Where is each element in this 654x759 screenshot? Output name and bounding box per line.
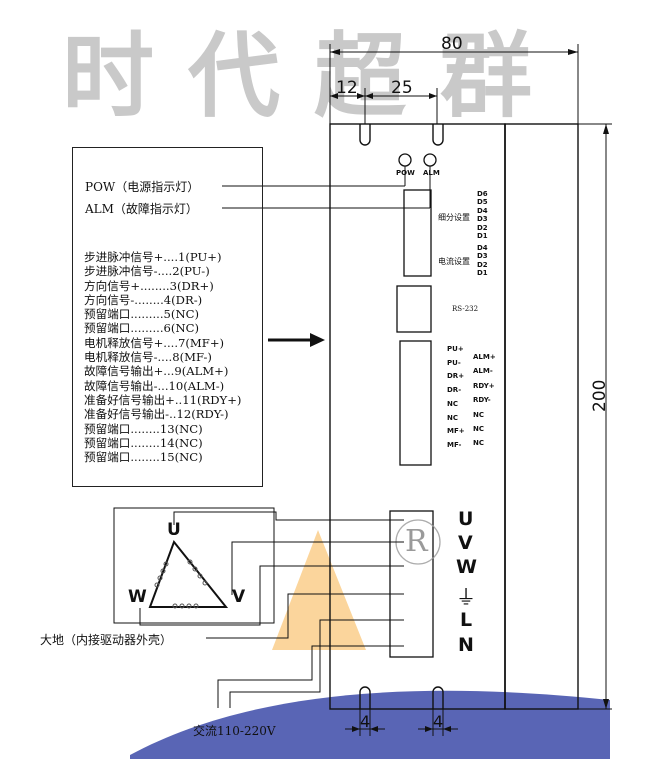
pin-item: 方向信号-........4(DR-) xyxy=(84,292,203,307)
registered-mark: R xyxy=(405,524,428,559)
pin-item: 电机释放信号-....8(MF-) xyxy=(84,350,212,365)
dim-height-200: 200 xyxy=(590,379,610,412)
pin-item: 预留端口.........5(NC) xyxy=(84,307,199,322)
dim-slot-right: 4 xyxy=(433,712,444,731)
ground-icon: ⏚ xyxy=(456,585,476,609)
bottom-slot-right xyxy=(432,686,444,709)
terminal-v: V xyxy=(458,532,473,554)
rs232-label: RS-232 xyxy=(452,305,479,313)
subdiv-setting-label: 细分设置 xyxy=(438,213,470,222)
motor-u-label: U xyxy=(167,520,181,540)
top-slot-left xyxy=(359,124,371,146)
alm-callout: ALM（故障指示灯） xyxy=(85,202,198,216)
dim-spacing-25: 25 xyxy=(391,78,413,98)
watermark-text: 时代超群 xyxy=(62,23,567,130)
pin-item: 方向信号+........3(DR+) xyxy=(84,278,214,293)
alm-label: ALM xyxy=(423,169,440,177)
ground-note: 大地（内接驱动器外壳） xyxy=(40,633,173,647)
pin-item: 预留端口........13(NC) xyxy=(84,421,203,436)
rs232-port xyxy=(396,285,432,333)
terminal-l: L xyxy=(460,609,473,631)
current-setting-label: 电流设置 xyxy=(438,257,470,266)
pin-item: 步进脉冲信号-....2(PU-) xyxy=(84,264,210,279)
coil-markers xyxy=(154,559,208,609)
terminal-u: U xyxy=(458,508,474,530)
motor-w-label: W xyxy=(128,587,147,607)
dim-width-80: 80 xyxy=(441,34,463,54)
pow-callout: POW（电源指示灯） xyxy=(85,180,200,194)
pin-item: 预留端口.........6(NC) xyxy=(84,321,199,336)
bottom-slot-left xyxy=(359,686,371,709)
pin-item: 故障信号输出+...9(ALM+) xyxy=(84,364,229,379)
ac-input-note: 交流110-220V xyxy=(193,724,276,738)
pin-item: 电机释放信号+....7(MF+) xyxy=(84,335,225,350)
pin-item: 预留端口........15(NC) xyxy=(84,450,203,465)
dim-slot-left: 4 xyxy=(360,712,371,731)
terminal-w: W xyxy=(456,556,477,578)
pin-list-box xyxy=(72,147,263,487)
pin-item: 故障信号输出-...10(ALM-) xyxy=(84,378,225,393)
top-slot-right xyxy=(432,124,444,146)
pin-item: 预留端口........14(NC) xyxy=(84,435,203,450)
pow-led xyxy=(398,153,412,167)
terminal-n: N xyxy=(458,634,474,656)
dip-switch-block xyxy=(403,189,432,277)
pin-item: 步进脉冲信号+....1(PU+) xyxy=(84,250,222,264)
pin-list: 步进脉冲信号+....1(PU+) 步进脉冲信号-....2(PU-) 方向信号… xyxy=(84,250,241,464)
alm-led xyxy=(423,153,437,167)
logo-orange-triangle xyxy=(272,530,366,650)
pow-label: POW xyxy=(396,169,415,177)
signal-connector xyxy=(399,340,432,466)
power-terminal-block xyxy=(389,510,434,658)
motor-winding-triangle xyxy=(148,539,229,608)
dim-offset-12: 12 xyxy=(336,78,358,98)
pin-item: 准备好信号输出+..11(RDY+) xyxy=(84,392,242,407)
heatsink xyxy=(504,123,579,710)
pin-item: 准备好信号输出-..12(RDY-) xyxy=(84,407,229,422)
motor-v-label: V xyxy=(232,587,246,607)
